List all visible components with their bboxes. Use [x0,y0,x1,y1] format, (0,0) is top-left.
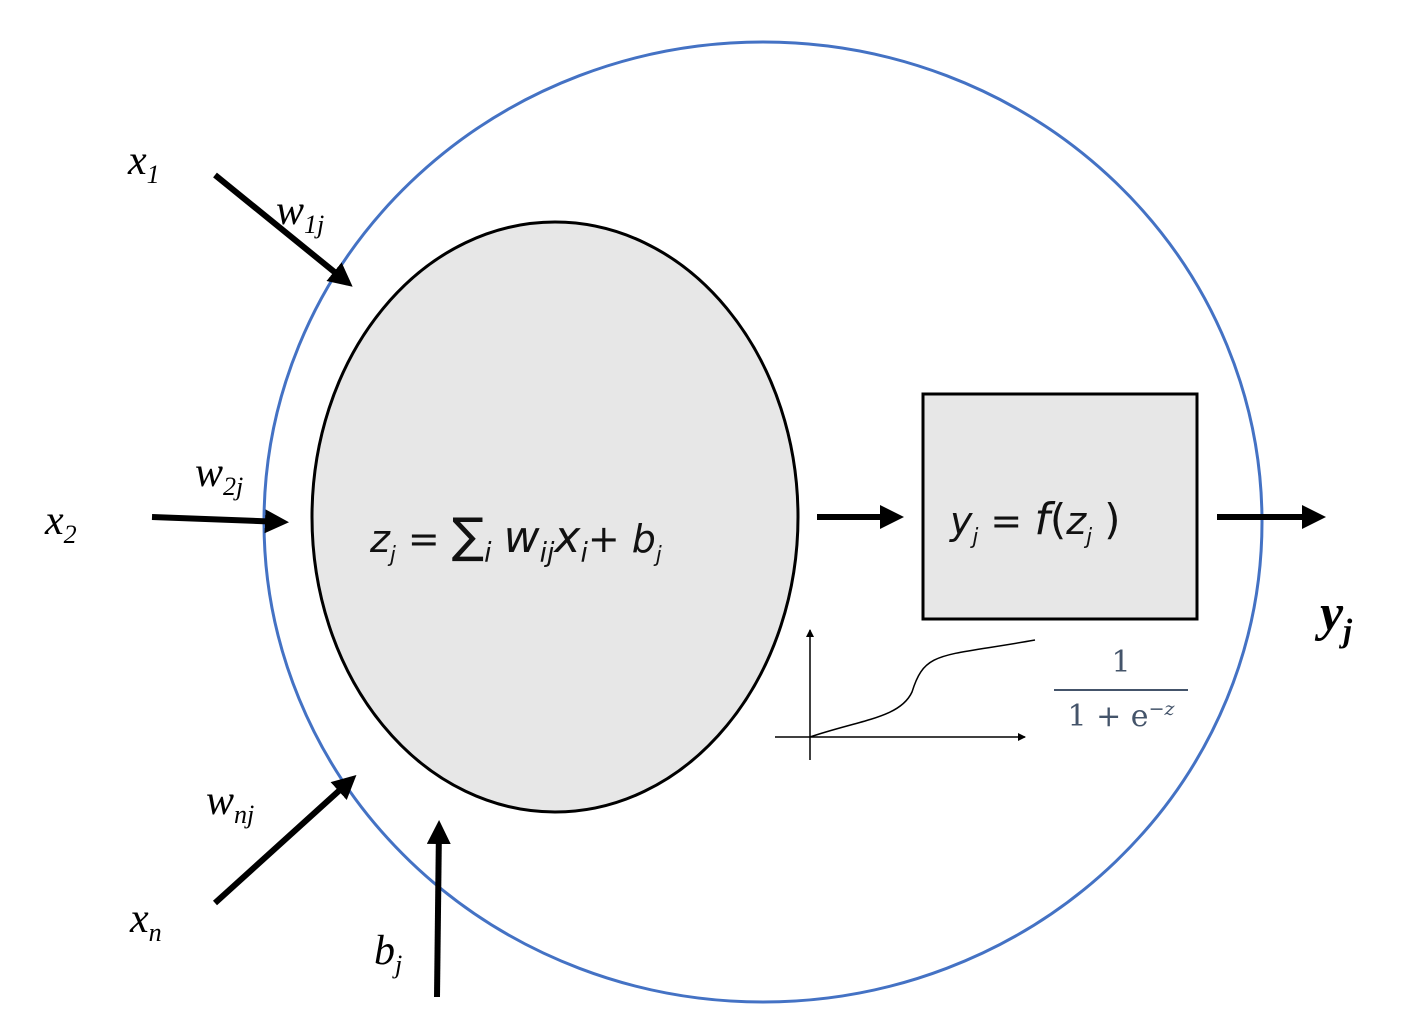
act-rparen: ) [1104,495,1121,544]
weight-w1j-sub: 1j [304,210,325,240]
output-sub: j [1343,612,1353,649]
input-arrow-n [212,774,357,906]
sigmoid-numerator: 1 [1111,645,1131,680]
act-y: y [950,499,973,543]
sum-b-sub: j [655,542,662,567]
sum-equals: = [407,517,440,561]
act-z-sub: j [1086,524,1092,549]
bias-sub: j [395,950,403,980]
input-x1-base: x [128,138,147,184]
weight-w2j-sub: 2j [223,472,244,502]
input-x2-base: x [45,498,64,544]
act-equals: = [990,499,1023,543]
sum-z-sub: j [389,542,396,567]
weight-w1j-base: w [276,188,305,234]
input-xn-sub: n [148,918,162,948]
weight-wnj-base: w [206,778,235,824]
sum-w-sub: ij [539,537,555,569]
activation-box [921,392,1199,621]
weight-w2j-base: w [195,450,224,496]
sum-sigma-sub: i [484,537,492,569]
act-f: f [1034,494,1050,545]
input-arrow-2 [151,509,289,534]
output-label: yj [1320,588,1352,647]
sigmoid-denominator-base: 1 + e [1067,699,1149,734]
input-x1-label: x1 [128,140,160,188]
bias-arrow [426,820,451,998]
input-x2-sub: 2 [63,520,77,550]
sum-w: w [503,512,540,563]
input-xn-base: x [130,896,149,942]
activation-formula: yj = f(zj ) [950,498,1120,547]
sum-sigma: ∑ [451,508,485,564]
act-z: z [1066,499,1087,543]
sigmoid-exponent: −z [1148,698,1175,720]
input-x1-sub: 1 [146,160,160,190]
input-xn-label: xn [130,898,162,946]
sum-plus: + [587,517,620,561]
sum-z: z [370,517,390,561]
output-base: y [1320,585,1344,642]
summation-formula: zj = ∑i wijxi+ bj [370,512,662,567]
bias-label: bj [374,930,402,978]
act-lparen: ( [1049,495,1067,544]
act-y-sub: j [972,524,979,549]
sigmoid-denominator: 1 + e−z [1054,700,1188,732]
input-arrow-1 [213,172,353,287]
weight-w2j-label: w2j [195,452,243,500]
weight-wnj-sub: nj [234,800,255,830]
sum-x: x [554,512,581,563]
weight-wnj-label: wnj [206,780,254,828]
sum-b: b [631,517,656,561]
summation-node [310,220,800,814]
bias-base: b [374,928,395,974]
sigmoid-curve [809,639,1036,738]
sum-x-sub: i [580,537,588,569]
input-x2-label: x2 [45,500,77,548]
sigmoid-plot [775,629,1036,760]
weight-w1j-label: w1j [276,190,324,238]
